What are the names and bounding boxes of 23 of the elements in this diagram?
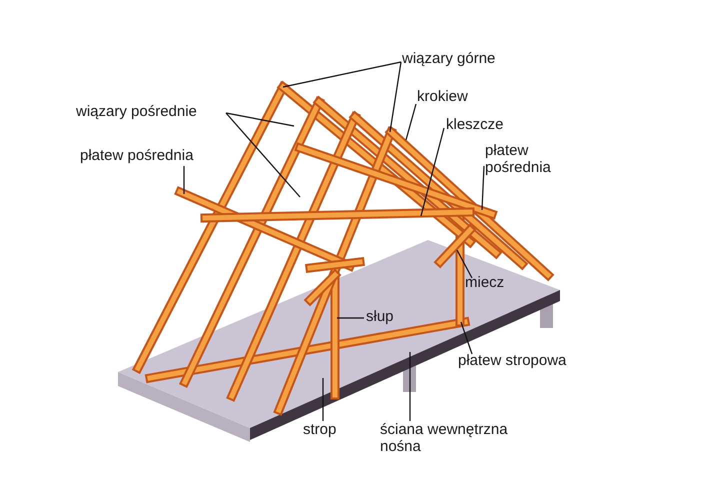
leader-line [460, 322, 473, 354]
leader-line [456, 250, 473, 278]
part-label: płatew stropowa [458, 352, 588, 369]
leader-line [420, 128, 445, 216]
leader-line [405, 104, 417, 140]
part-label: wiązary górne [402, 50, 512, 67]
part-label: słup [366, 308, 406, 325]
leader-line [282, 61, 402, 88]
part-label: płatew pośrednia [485, 142, 570, 176]
part-label: wiązary pośrednie [76, 103, 216, 120]
part-label: strop [303, 421, 348, 438]
leader-line [183, 166, 185, 194]
leader-line [389, 62, 402, 132]
leader-line [226, 112, 300, 198]
part-label: płatew pośrednia [80, 147, 215, 164]
leader-line [226, 112, 294, 127]
part-label: miecz [465, 274, 515, 291]
part-label: ściana wewnętrzna nośna [380, 421, 550, 455]
leader-line [481, 166, 485, 210]
part-label: krokiew [417, 88, 479, 105]
leader-line [337, 317, 364, 319]
leader-line [409, 352, 411, 421]
part-label: kleszcze [446, 116, 516, 133]
